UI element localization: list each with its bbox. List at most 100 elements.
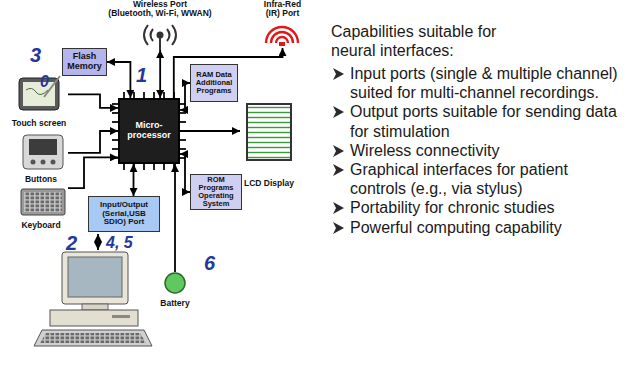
connector-arrow bbox=[68, 131, 118, 153]
device-screen bbox=[23, 82, 55, 106]
bullet-arrow bbox=[333, 68, 344, 80]
radio-wave bbox=[144, 25, 148, 45]
connector-arrow bbox=[180, 83, 190, 110]
connector-arrow bbox=[68, 157, 118, 188]
node-text: Buttons bbox=[24, 175, 58, 184]
button bbox=[41, 160, 46, 165]
drive-slot bbox=[112, 315, 130, 318]
ir-wave bbox=[271, 32, 293, 43]
chip-pin bbox=[180, 139, 186, 141]
node-text: Touch screen bbox=[11, 119, 68, 128]
node-text: Wireless Port bbox=[132, 0, 188, 9]
infrared-port: Infra-Red (IR) Port bbox=[255, 0, 310, 48]
computer-case bbox=[50, 310, 138, 326]
connector-arrow bbox=[107, 62, 130, 98]
device-frame bbox=[19, 78, 59, 110]
input-device: Keyboard bbox=[14, 186, 68, 230]
monitor-screen bbox=[68, 257, 122, 297]
chip-pin bbox=[180, 112, 186, 114]
callout-number: 6 bbox=[204, 252, 215, 275]
keyboard-icon bbox=[21, 189, 65, 215]
computer-keyboard bbox=[34, 330, 152, 346]
port-box: Input/Output (Serial,USB SDIO) Port bbox=[88, 196, 160, 232]
input-device: Buttons bbox=[14, 132, 68, 184]
device-frame bbox=[23, 135, 63, 169]
node-text: Input/Output (Serial,USB SDIO) Port bbox=[91, 201, 157, 227]
chip-pin bbox=[180, 148, 186, 150]
bullet-arrow bbox=[333, 145, 345, 157]
computer-icon bbox=[34, 252, 152, 346]
connector-arrow bbox=[68, 94, 118, 108]
chip-pin bbox=[153, 164, 155, 170]
battery: Battery bbox=[150, 272, 200, 308]
memory-box: ROM Programs Operating System bbox=[190, 174, 242, 210]
connector-arrow bbox=[180, 130, 240, 132]
touch-screen-icon bbox=[19, 76, 60, 110]
memory-box: Flash Memory bbox=[62, 48, 107, 76]
display-device: LCD Display bbox=[240, 100, 298, 188]
button bbox=[31, 160, 36, 165]
radio-wave bbox=[151, 29, 154, 41]
device-panel bbox=[29, 139, 57, 155]
node-text: RAM Data Additional Programs bbox=[193, 71, 235, 95]
lcd-panel bbox=[247, 104, 291, 160]
bullet-text: Graphical interfaces for patient control… bbox=[350, 160, 622, 198]
radio-wave bbox=[167, 29, 170, 41]
buttons-icon bbox=[23, 135, 63, 169]
ir-emitter bbox=[279, 42, 285, 46]
chip-pin bbox=[163, 164, 165, 170]
bullet-arrow bbox=[333, 222, 344, 234]
callout-number: 3 bbox=[30, 44, 41, 67]
radio-wave bbox=[172, 25, 176, 45]
keyboard-body bbox=[21, 189, 65, 215]
battery-symbol bbox=[165, 273, 185, 293]
callout-number: 0 bbox=[40, 73, 49, 91]
memory-box: RAM Data Additional Programs bbox=[190, 64, 238, 102]
bullet-text: Input ports (single & multiple channel) … bbox=[350, 64, 622, 102]
connector-arrow bbox=[133, 164, 135, 196]
lcd-icon bbox=[247, 104, 291, 160]
keyboard-keys bbox=[24, 192, 62, 212]
connector-arrow bbox=[180, 154, 190, 192]
node-text: LCD Display bbox=[243, 179, 295, 188]
bullet-arrow bbox=[333, 106, 345, 118]
node-text: (Bluetooth, Wi-Fi, WWAN) bbox=[107, 9, 212, 18]
node-text: Infra-Red (IR) Port bbox=[255, 0, 310, 19]
node-text: Keyboard bbox=[20, 221, 61, 230]
keyboard-keys bbox=[40, 333, 146, 343]
button bbox=[51, 160, 56, 165]
callout-number: 4, 5 bbox=[106, 234, 133, 252]
connector-arrow bbox=[159, 50, 161, 98]
bullet-arrow bbox=[333, 222, 345, 234]
node-text: Flash Memory bbox=[65, 52, 104, 72]
ir-wave bbox=[266, 27, 298, 43]
text-heading: Capabilities suitable for neural interfa… bbox=[331, 22, 531, 60]
bullet-text: Wireless connectivity bbox=[350, 141, 622, 160]
connector-arrow bbox=[174, 164, 176, 272]
monitor bbox=[62, 252, 128, 304]
bullet-text: Portability for chronic studies bbox=[350, 198, 622, 217]
bullet-arrow bbox=[333, 68, 345, 80]
antenna-tip bbox=[158, 33, 163, 38]
bullet-arrow bbox=[333, 145, 344, 157]
wireless-port: Wireless Port(Bluetooth, Wi-Fi, WWAN) bbox=[90, 0, 230, 50]
bullet-arrow bbox=[333, 202, 344, 214]
bullet-text: Output ports suitable for sending data f… bbox=[350, 102, 622, 140]
bullet-arrow bbox=[333, 164, 344, 176]
chip-pin bbox=[143, 164, 145, 170]
node-text: Micro- processor bbox=[122, 121, 176, 141]
bullet-text: Powerful computing capability bbox=[350, 218, 622, 237]
bullet-arrow bbox=[333, 202, 345, 214]
chip-pin bbox=[180, 121, 186, 123]
monitor-stand bbox=[82, 304, 108, 310]
chip-pin bbox=[123, 164, 125, 170]
callout-number: 2 bbox=[66, 232, 77, 255]
chip-pins bbox=[112, 92, 186, 170]
infrared-icon bbox=[266, 27, 298, 46]
bullet-arrow bbox=[333, 106, 344, 118]
io-cable bbox=[97, 234, 99, 250]
bullet-arrow bbox=[333, 164, 345, 176]
input-device: Touch screen bbox=[10, 72, 68, 128]
node-text: Battery bbox=[159, 299, 190, 308]
